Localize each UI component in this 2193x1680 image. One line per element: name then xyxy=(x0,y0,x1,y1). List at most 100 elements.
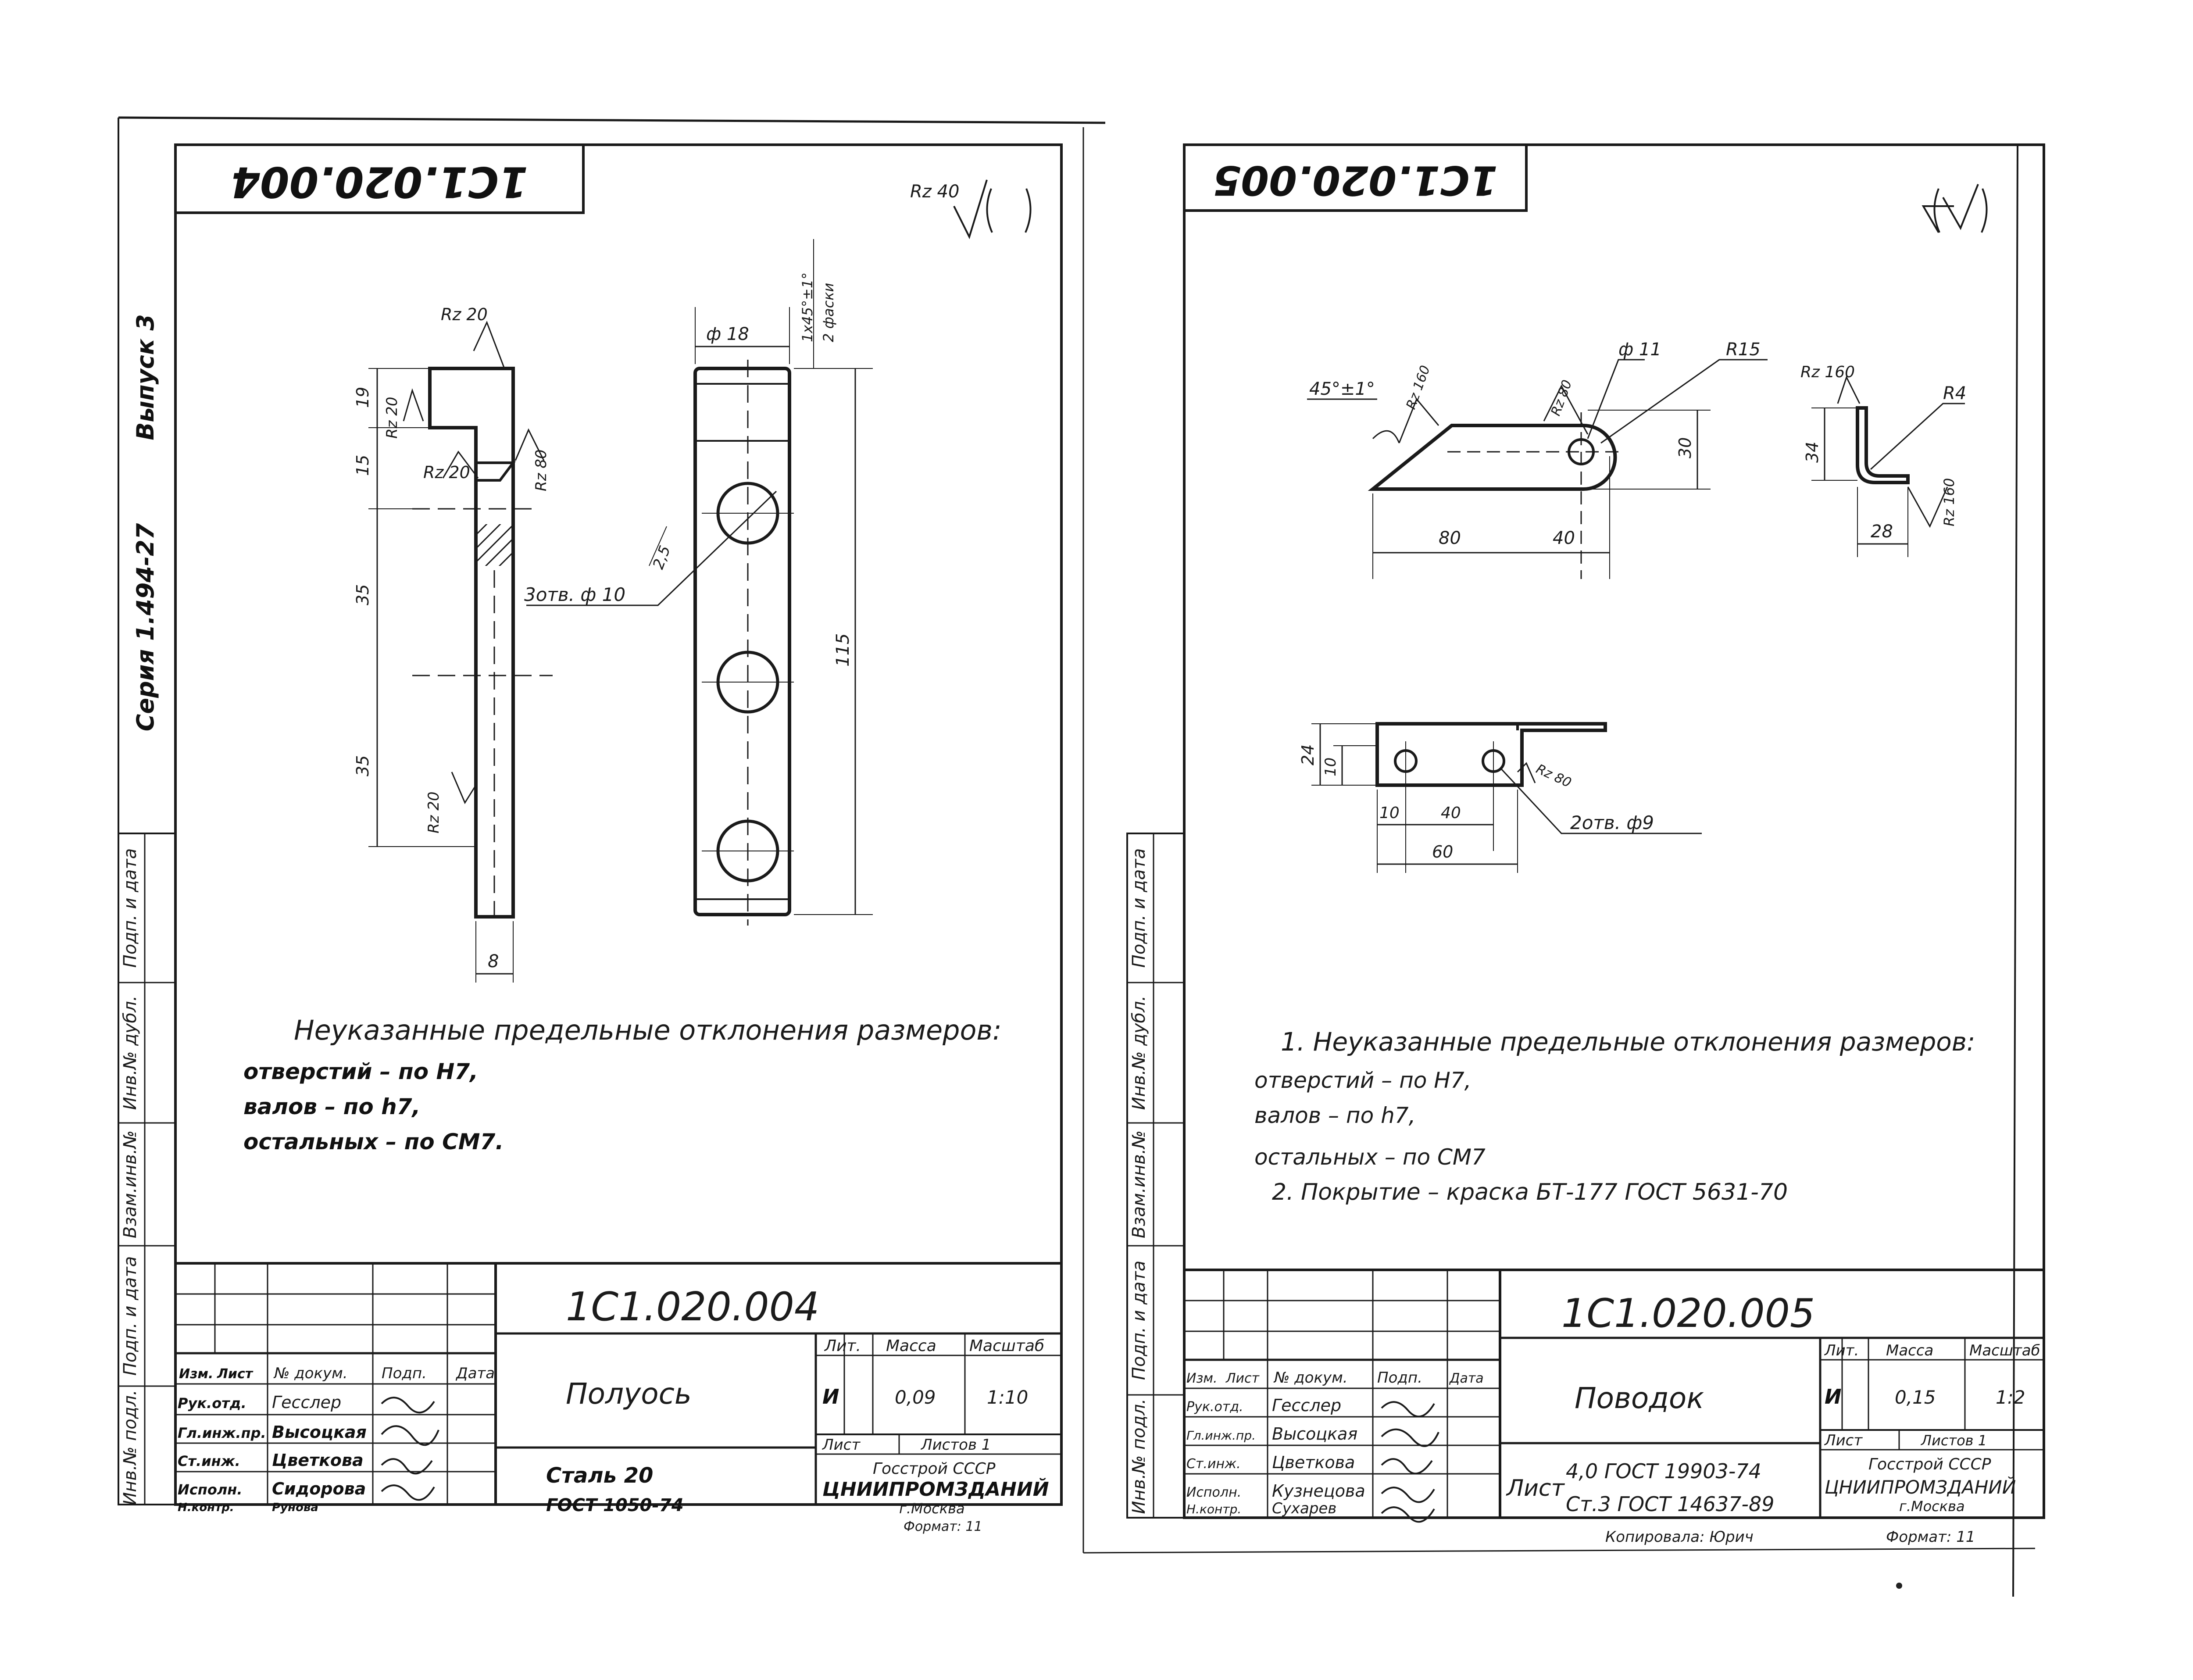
lbl-dim-24: 24 xyxy=(1298,744,1318,765)
right-sheet: 1С1.020.005 Инв.№ подл. Подп. и дата Вза… xyxy=(1126,143,2045,1597)
right-cut-edge xyxy=(2012,144,2018,1597)
lbl-angle-45: 45°±1° xyxy=(1309,379,1375,399)
right-col-head-4: Подп. xyxy=(1377,1369,1422,1387)
right-head-lit: Лит. xyxy=(1824,1342,1859,1359)
right-name-1: Гесслер xyxy=(1272,1396,1341,1415)
lbl-r15: R15 xyxy=(1726,340,1761,360)
left-note-4: остальных – по СМ7. xyxy=(243,1129,504,1155)
lbl-dim-60: 60 xyxy=(1432,842,1453,861)
left-sheets-label: Листов 1 xyxy=(920,1436,991,1454)
lbl-dia-18: ф 18 xyxy=(706,324,749,344)
left-name-3: Цветкова xyxy=(272,1451,364,1470)
lbl-rz160-side: Rz 160 xyxy=(1800,363,1855,381)
lbl-holes-2-dia-9: 2отв. ф9 xyxy=(1570,812,1654,833)
left-material-2: ГОСТ 1050-74 xyxy=(546,1495,684,1516)
right-name-2: Высоцкая xyxy=(1272,1424,1357,1444)
right-doc-number: 1С1.020.005 xyxy=(1561,1290,1815,1337)
left-margin-label-4: Инв.№ дубл. xyxy=(120,996,140,1110)
right-col-head-2: Лист xyxy=(1225,1371,1260,1386)
right-role-5: Н.контр. xyxy=(1186,1502,1241,1516)
lbl-dim-15: 15 xyxy=(353,455,372,476)
left-stamp-number: 1С1.020.004 xyxy=(231,157,528,207)
left-head-lit: Лит. xyxy=(824,1337,861,1355)
right-role-1: Рук.отд. xyxy=(1186,1399,1243,1415)
lbl-dim-80: 80 xyxy=(1439,528,1461,548)
right-margin-label-1: Инв.№ подл. xyxy=(1129,1398,1149,1514)
left-mass: 0,09 xyxy=(895,1387,936,1408)
lbl-holes-3-dia-10: 3отв. ф 10 xyxy=(524,584,625,605)
right-part-name: Поводок xyxy=(1575,1381,1704,1415)
right-material-2: Ст.3 ГОСТ 14637-89 xyxy=(1566,1492,1775,1516)
right-margin-label-3: Взам.инв.№ xyxy=(1129,1130,1149,1238)
left-scale: 1:10 xyxy=(987,1387,1028,1408)
left-col-head-1: Изм. xyxy=(179,1366,213,1382)
left-name-4: Сидорова xyxy=(272,1479,366,1498)
sheet-bottom-edge xyxy=(1083,1548,2036,1554)
right-name-3: Цветкова xyxy=(1272,1453,1355,1472)
right-name-5: Сухарев xyxy=(1272,1500,1336,1517)
left-note-1: Неуказанные предельные отклонения размер… xyxy=(294,1014,1002,1046)
right-note-3: валов – по h7, xyxy=(1254,1103,1415,1128)
right-material-prefix: Лист xyxy=(1506,1475,1565,1501)
lbl-dim-35b: 35 xyxy=(353,755,372,776)
right-sheets-label: Листов 1 xyxy=(1921,1432,1987,1449)
lbl-r4: R4 xyxy=(1943,383,1966,404)
right-material-1: 4,0 ГОСТ 19903-74 xyxy=(1566,1459,1761,1483)
left-role-2: Гл.инж.пр. xyxy=(178,1425,266,1441)
right-note-1: 1. Неуказанные предельные отклонения раз… xyxy=(1281,1027,1975,1057)
right-margin-label-4: Инв.№ дубл. xyxy=(1129,996,1149,1110)
lbl-dim-10-h: 10 xyxy=(1379,804,1400,822)
left-name-1: Гесслер xyxy=(272,1393,341,1412)
left-margin-label-2: Подп. и дата xyxy=(120,1256,140,1376)
lbl-rz80-hole: Rz 80 xyxy=(1548,378,1575,418)
lbl-rz20-top: Rz 20 xyxy=(441,305,488,324)
left-role-3: Ст.инж. xyxy=(178,1453,240,1469)
right-lit: И xyxy=(1825,1385,1842,1408)
lbl-dim-8: 8 xyxy=(488,951,499,972)
right-org-3: г.Москва xyxy=(1899,1498,1965,1515)
right-stamp-box xyxy=(1183,143,1528,212)
right-copied-by: Копировала: Юрич xyxy=(1605,1528,1754,1546)
left-head-scale: Масштаб xyxy=(969,1337,1044,1355)
left-org-2: ЦНИИПРОМЗДАНИЙ xyxy=(822,1477,1049,1501)
left-role-1: Рук.отд. xyxy=(178,1395,246,1412)
lbl-dim-115: 115 xyxy=(833,633,853,667)
right-col-head-5: Дата xyxy=(1449,1371,1484,1386)
left-stamp-box xyxy=(174,143,585,214)
right-org-2: ЦНИИПРОМЗДАНИЙ xyxy=(1825,1476,2016,1498)
lbl-dim-2-5: 2,5 xyxy=(650,543,674,572)
left-margin-label-5: Подп. и дата xyxy=(120,848,140,968)
left-name-2: Высоцкая xyxy=(272,1423,367,1442)
left-format: Формат: 11 xyxy=(904,1519,982,1534)
right-role-2: Гл.инж.пр. xyxy=(1186,1428,1256,1443)
lbl-dim-28: 28 xyxy=(1871,522,1893,542)
lbl-dim-40-plan: 40 xyxy=(1441,804,1461,822)
left-margin-stamps: Инв.№ подл. Подп. и дата Взам.инв.№ Инв.… xyxy=(118,833,176,1505)
right-title-block xyxy=(1183,1269,2045,1519)
left-note-3: валов – по h7, xyxy=(243,1094,421,1119)
left-head-mass: Масса xyxy=(886,1337,936,1355)
lbl-rz20-shoulder: Rz 20 xyxy=(423,463,470,482)
left-col-head-5: Дата xyxy=(455,1365,495,1382)
semi-axle-front-view xyxy=(526,239,873,926)
right-name-4: Кузнецова xyxy=(1272,1481,1365,1501)
left-org-3: г.Москва xyxy=(899,1500,965,1517)
lbl-rz160-bottom: Rz 160 xyxy=(1941,478,1957,526)
lbl-rz160-bevel: Rz 160 xyxy=(1404,364,1433,411)
right-org-1: Госстрой СССР xyxy=(1868,1455,1991,1473)
right-stamp-number: 1С1.020.005 xyxy=(1213,157,1498,204)
lbl-dim-19: 19 xyxy=(353,387,372,408)
right-margin-label-5: Подп. и дата xyxy=(1129,848,1149,968)
left-doc-number: 1С1.020.004 xyxy=(566,1284,819,1330)
right-scale: 1:2 xyxy=(1996,1387,2025,1408)
left-sheet: 1С1.020.004 Серия 1.494-27 Выпуск 3 Инв.… xyxy=(118,116,1106,1534)
right-head-scale: Масштаб xyxy=(1969,1342,2040,1359)
lbl-dim-30: 30 xyxy=(1675,437,1695,458)
right-sheet-label: Лист xyxy=(1824,1432,1863,1449)
left-signatures xyxy=(381,1397,439,1501)
lbl-two-chamfers: 2 фаски xyxy=(820,283,837,342)
lbl-rz80-plan: Rz 80 xyxy=(1534,761,1574,791)
left-outer-top xyxy=(118,116,1106,124)
lbl-dia-11: ф 11 xyxy=(1618,340,1661,360)
semi-axle-side-view xyxy=(368,321,553,983)
